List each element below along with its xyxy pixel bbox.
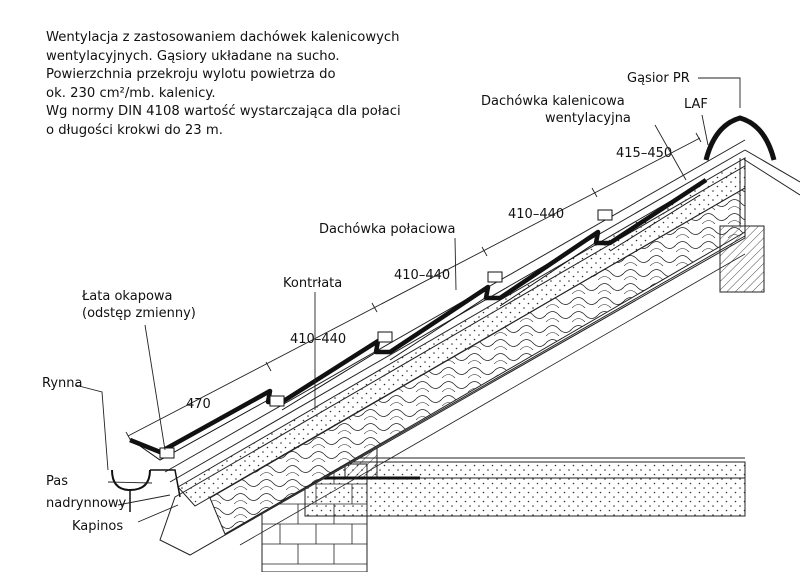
label-dachowka-kalenicowa: Dachówka kalenicowa [481, 94, 625, 109]
description-line: o długości krokwi do 23 m. [46, 122, 223, 138]
dimension-text: 410–440 [290, 332, 346, 347]
label-dachowka-kalenicowa-2: wentylacyjna [545, 111, 631, 126]
description-line: ok. 230 cm²/mb. kalenicy. [46, 85, 216, 101]
description-line: Wentylacja z zastosowaniem dachówek kale… [46, 30, 400, 45]
leader-lines [74, 77, 741, 523]
dimension-text: 410–440 [508, 207, 564, 222]
dimension-line [125, 132, 702, 442]
ceiling-slab [304, 445, 746, 517]
label-pas: Pas [46, 474, 68, 489]
label-kontrlata: Kontrłata [283, 276, 342, 291]
dimension-text: 470 [186, 397, 211, 412]
label-kapinos: Kapinos [72, 519, 123, 534]
label-lata-okapowa-2: (odstęp zmienny) [82, 306, 196, 321]
description-line: Powierzchnia przekroju wylotu powietrza … [46, 67, 336, 82]
dimension-text: 410–440 [394, 268, 450, 283]
label-gasior: Gąsior PR [627, 71, 690, 86]
label-pas-2: nadrynnowy [46, 496, 127, 511]
label-lata-okapowa: Łata okapowa [81, 289, 173, 304]
description-text: Wentylacja z zastosowaniem dachówek kale… [46, 29, 446, 140]
label-dachowka-polaciowa: Dachówka połaciowa [319, 222, 456, 237]
gutter [111, 469, 181, 512]
label-laf: LAF [684, 97, 708, 112]
dimension-text: 415–450 [616, 146, 672, 161]
description-line: Wg normy DIN 4108 wartość wystarczająca … [46, 104, 401, 119]
roof-tiles [129, 178, 708, 461]
ridge-tile [703, 115, 800, 293]
label-rynna: Rynna [42, 376, 82, 391]
description-line: wentylacyjnych. Gąsiory układane na such… [46, 48, 340, 64]
